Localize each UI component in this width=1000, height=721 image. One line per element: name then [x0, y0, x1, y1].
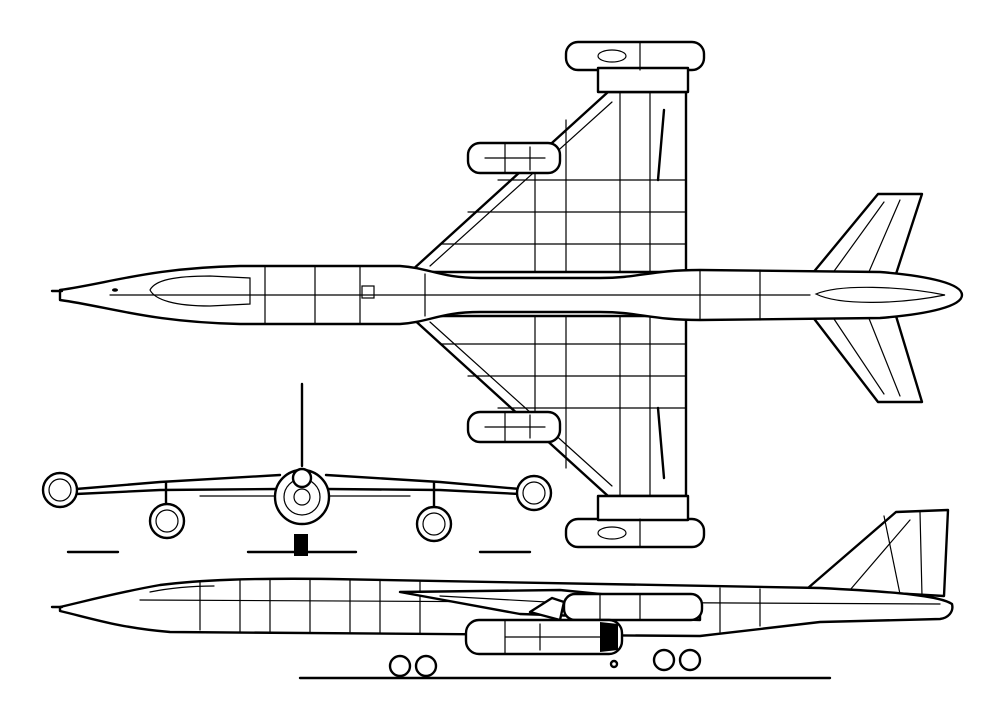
upper-tailplane	[810, 192, 924, 276]
plan-view	[58, 40, 964, 549]
right-wingtip-engine-front	[515, 474, 553, 512]
fuselage-front	[273, 467, 331, 526]
left-inboard-engine-front	[148, 502, 186, 540]
plan-fuselage	[58, 264, 964, 326]
nose-gear-front	[294, 534, 308, 556]
side-upper-engine	[562, 592, 704, 622]
lower-tailplane	[810, 314, 924, 404]
front-view	[41, 382, 553, 556]
engine-pylon	[528, 596, 566, 622]
lower-wingtip-engine	[564, 494, 706, 549]
upper-wing	[408, 90, 688, 274]
upper-inboard-engine	[466, 141, 562, 175]
upper-wingtip-engine	[564, 40, 706, 94]
lower-inboard-engine	[466, 410, 562, 444]
side-lower-engine	[464, 618, 624, 656]
nose-probe	[50, 289, 64, 609]
right-inboard-engine-front	[415, 505, 453, 543]
lower-wing	[408, 314, 688, 498]
side-view	[50, 289, 954, 680]
left-wingtip-engine-front	[41, 471, 79, 509]
landing-gear	[388, 648, 702, 678]
vertical-tail	[806, 508, 950, 598]
